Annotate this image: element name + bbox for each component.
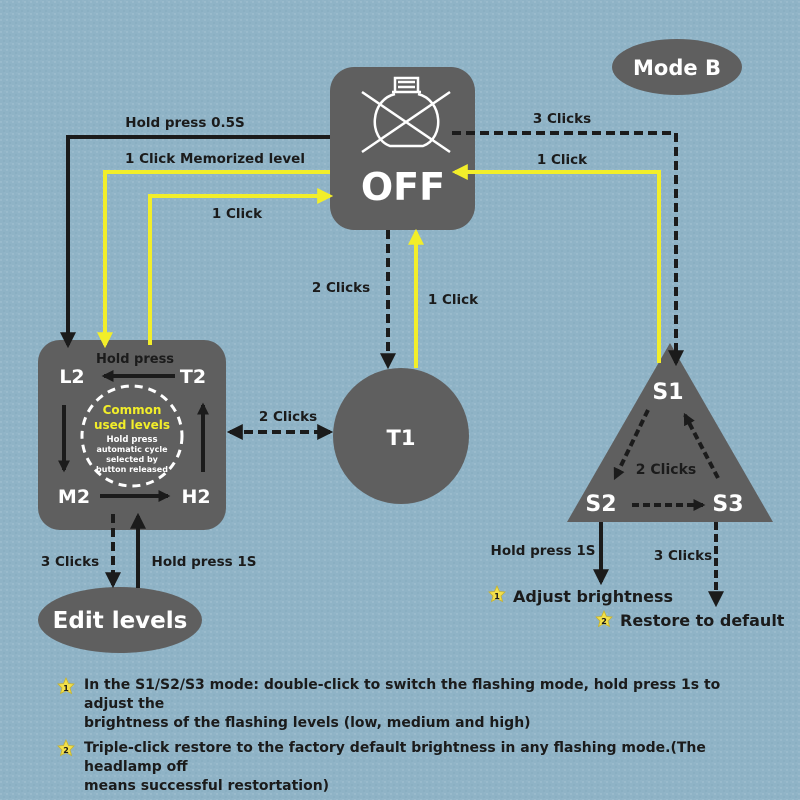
star-icon: [57, 677, 75, 695]
note-2-line-2: means successful restortation): [84, 778, 330, 794]
s1-to-off-arrow: [451, 164, 661, 363]
s3-to-s1-arrow: [683, 412, 720, 479]
h2-label: H2: [181, 486, 210, 508]
edit-3-clicks-label: 3 Clicks: [41, 554, 99, 570]
note-1: In the S1/S2/S3 mode: double-click to sw…: [84, 676, 764, 733]
block-t1-2-clicks-label: 2 Clicks: [259, 409, 317, 425]
star-icon: [595, 610, 613, 628]
off-label: OFF: [361, 165, 445, 209]
s1-off-click-label: 1 Click: [537, 152, 588, 168]
t2-off-click-label: 1 Click: [212, 206, 263, 222]
off-to-s1-arrow: [452, 131, 684, 367]
mode-badge: [612, 39, 742, 95]
common-title-2: used levels: [94, 418, 170, 432]
common-desc-1: Hold press: [106, 435, 157, 445]
note-1-line-2: brightness of the flashing levels (low, …: [84, 715, 531, 731]
triangle-2-clicks-label: 2 Clicks: [636, 462, 696, 478]
legend-adjust-brightness: Adjust brightness: [513, 587, 673, 606]
edit-levels-label: Edit levels: [53, 608, 188, 634]
common-levels-ring: [80, 384, 184, 488]
legend-restore-default: Restore to default: [620, 611, 785, 630]
common-desc-4: button released: [96, 465, 168, 474]
levels-block: [38, 340, 226, 530]
note-1-number: 1: [63, 684, 69, 693]
t2-label: T2: [180, 366, 206, 388]
off-s1-3-clicks-label: 3 Clicks: [533, 111, 591, 127]
l2-label: L2: [59, 366, 84, 388]
s2-hold-press-label: Hold press 1S: [491, 543, 596, 559]
mode-badge-label: Mode B: [633, 56, 721, 80]
off-node: [330, 67, 475, 230]
t1-off-click-label: 1 Click: [428, 292, 479, 308]
note-1-line-1: In the S1/S2/S3 mode: double-click to sw…: [84, 677, 721, 712]
note-2: Triple-click restore to the factory defa…: [84, 739, 764, 796]
s2-label: S2: [585, 492, 616, 517]
bulb-off-icon: [361, 76, 451, 154]
star-icon: [488, 585, 506, 603]
off-t1-2-clicks-label: 2 Clicks: [312, 280, 370, 296]
t2-to-off-arrow: [148, 188, 334, 345]
common-title-1: Common: [103, 403, 162, 417]
s1-to-s2-arrow: [613, 409, 650, 481]
legend-1-number: 1: [494, 592, 500, 601]
t1-node: [333, 368, 469, 504]
m2-label: M2: [58, 486, 90, 508]
s3-3-clicks-label: 3 Clicks: [654, 548, 712, 564]
note-2-number: 2: [63, 746, 69, 755]
common-desc-3: selected by: [106, 455, 159, 464]
star-icon: [57, 739, 75, 757]
edit-levels-node: [38, 587, 202, 653]
common-desc-2: automatic cycle: [96, 445, 168, 454]
hold-press-label: Hold press: [96, 352, 174, 367]
memorized-level-label: 1 Click Memorized level: [125, 151, 305, 167]
edit-hold-press-label: Hold press 1S: [152, 554, 257, 570]
note-2-line-1: Triple-click restore to the factory defa…: [84, 740, 706, 775]
hold-press-05s-label: Hold press 0.5S: [125, 115, 244, 131]
s1-label: S1: [652, 380, 683, 405]
off-to-l2-arrow: [60, 135, 330, 349]
t1-label: T1: [387, 426, 416, 450]
s3-label: S3: [712, 492, 743, 517]
legend-2-number: 2: [601, 617, 607, 626]
off-memorized-arrow: [97, 170, 330, 349]
